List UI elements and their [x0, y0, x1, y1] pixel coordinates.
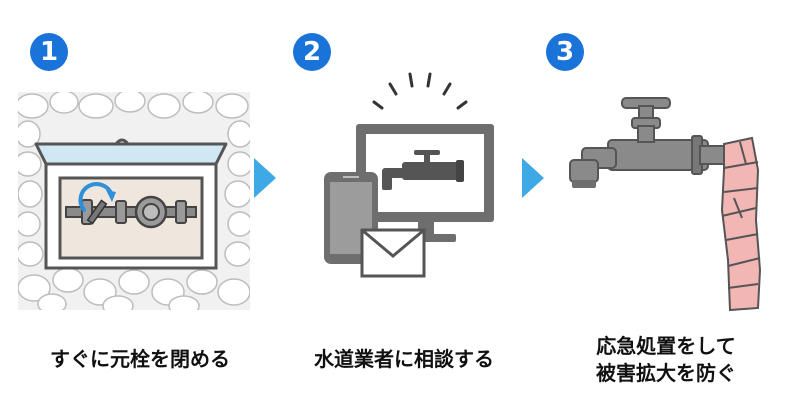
step-1-caption: すぐに元栓を閉める [50, 347, 230, 371]
meter-box-icon [18, 92, 250, 310]
monitor-faucet-icon [356, 124, 494, 242]
chevron-right-icon [522, 158, 544, 198]
rotate-arrow-icon [78, 182, 116, 212]
chevron-right-icon [254, 158, 276, 198]
towel-wrap-icon [720, 136, 762, 312]
envelope-icon [360, 228, 426, 278]
step-2-badge: 2 [293, 33, 331, 71]
contact-devices-icon [324, 72, 494, 278]
step-3-caption-line-1: 応急処置をして [596, 334, 736, 358]
gravel-pattern [18, 92, 250, 310]
faucet-icon [569, 97, 731, 188]
faucet-towel-icon [569, 97, 762, 312]
step-3-caption-line-2: 被害拡大を防ぐ [596, 361, 736, 385]
step-3-caption: 応急処置をして 被害拡大を防ぐ [540, 333, 792, 387]
step-2-caption: 水道業者に相談する [314, 347, 494, 371]
step-1-badge: 1 [30, 33, 68, 71]
step-3-badge: 3 [546, 33, 584, 71]
alert-rays-icon [372, 72, 468, 110]
